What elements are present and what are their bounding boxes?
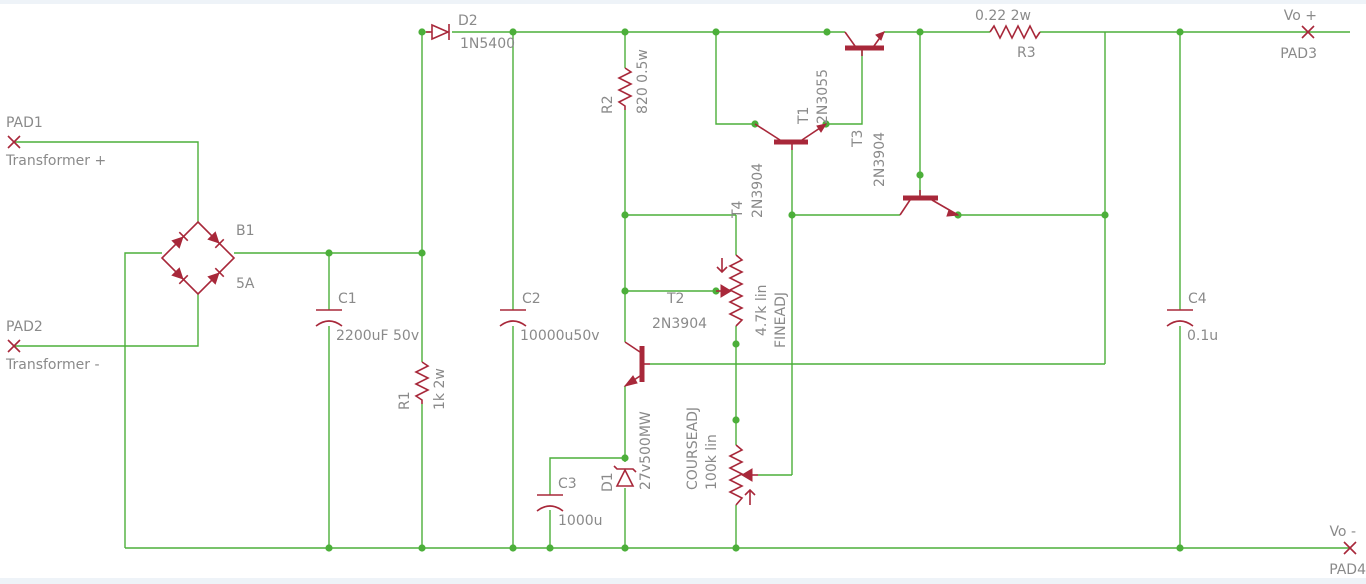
t1-value: 2N3055 <box>815 69 831 124</box>
r1-name: R1 <box>397 391 413 410</box>
c2-value: 10000u50v <box>520 328 600 344</box>
pad1-desc: Transformer + <box>5 153 106 169</box>
d1-value: 27v500MW <box>638 411 654 490</box>
r3-value: 0.22 2w <box>975 8 1031 24</box>
pad2[interactable]: PAD2 Transformer - <box>5 319 100 373</box>
c2-name: C2 <box>522 291 541 307</box>
d2-name: D2 <box>458 13 478 29</box>
capacitor-c2[interactable]: C2 10000u50v <box>499 291 600 344</box>
resistor-r2[interactable]: R2 820 0.5w <box>600 49 651 114</box>
t1-name: T1 <box>796 107 812 125</box>
t2-value: 2N3904 <box>652 316 707 332</box>
c3-name: C3 <box>558 476 577 492</box>
r2-value: 820 0.5w <box>635 49 651 114</box>
c1-value: 2200uF 50v <box>336 328 419 344</box>
pad1[interactable]: PAD1 Transformer + <box>5 115 106 169</box>
courseadj-name: COURSEADJ <box>685 407 701 490</box>
pad3-desc: Vo + <box>1284 8 1317 24</box>
pad3-label: PAD3 <box>1280 46 1317 62</box>
capacitor-c1[interactable]: C1 2200uF 50v <box>315 291 419 344</box>
pad2-desc: Transformer - <box>5 357 100 373</box>
capacitor-c4[interactable]: C4 0.1u <box>1166 291 1218 344</box>
transistor-t3[interactable]: T1 2N3055 T3 2N3904 <box>754 69 888 187</box>
pad4[interactable]: Vo - PAD4 <box>1329 524 1366 578</box>
top-border <box>0 0 1366 4</box>
bridge-rectifier-b1[interactable]: B1 5A <box>160 220 255 296</box>
transistor-t4[interactable]: T4 2N3904 <box>730 163 960 219</box>
resistor-r1[interactable]: R1 1k 2w <box>397 361 448 410</box>
t4-name: T4 <box>730 200 746 219</box>
r2-name: R2 <box>600 95 616 114</box>
diode-d2[interactable]: D2 1N5400 <box>426 13 515 52</box>
t2-name: T2 <box>666 291 684 307</box>
pad4-desc: Vo - <box>1329 524 1356 540</box>
zener-diode-d1[interactable]: D1 27v500MW <box>600 411 654 492</box>
c4-name: C4 <box>1188 291 1207 307</box>
wires <box>14 31 1350 549</box>
r1-value: 1k 2w <box>432 368 448 410</box>
c3-value: 1000u <box>558 513 603 529</box>
courseadj-value: 100k lin <box>704 434 720 490</box>
capacitor-c3[interactable]: C3 1000u <box>536 476 603 529</box>
t3-name: T3 <box>850 130 866 148</box>
junction-dots <box>325 28 1184 552</box>
pad2-label: PAD2 <box>6 319 43 335</box>
b1-value: 5A <box>236 276 255 292</box>
t4-value: 2N3904 <box>750 163 766 218</box>
bottom-border <box>0 578 1366 584</box>
fineadj-name: FINEADJ <box>773 292 789 348</box>
fineadj-value: 4.7k lin <box>754 285 770 336</box>
b1-name: B1 <box>236 223 255 239</box>
t3-value: 2N3904 <box>872 132 888 187</box>
d1-name: D1 <box>600 472 616 492</box>
c1-name: C1 <box>338 291 357 307</box>
pad1-label: PAD1 <box>6 115 43 131</box>
potentiometer-courseadj[interactable]: COURSEADJ 100k lin <box>685 407 758 506</box>
transistor-t2[interactable]: T2 2N3904 <box>623 291 707 387</box>
r3-name: R3 <box>1017 45 1036 61</box>
resistor-r3[interactable]: 0.22 2w R3 <box>975 8 1041 61</box>
pad3[interactable]: Vo + PAD3 <box>1280 8 1317 62</box>
pad4-label: PAD4 <box>1329 562 1366 578</box>
c4-value: 0.1u <box>1187 328 1218 344</box>
potentiometer-fineadj[interactable]: 4.7k lin FINEADJ <box>716 254 789 348</box>
transistor-t1[interactable] <box>844 31 885 56</box>
d2-value: 1N5400 <box>460 36 515 52</box>
